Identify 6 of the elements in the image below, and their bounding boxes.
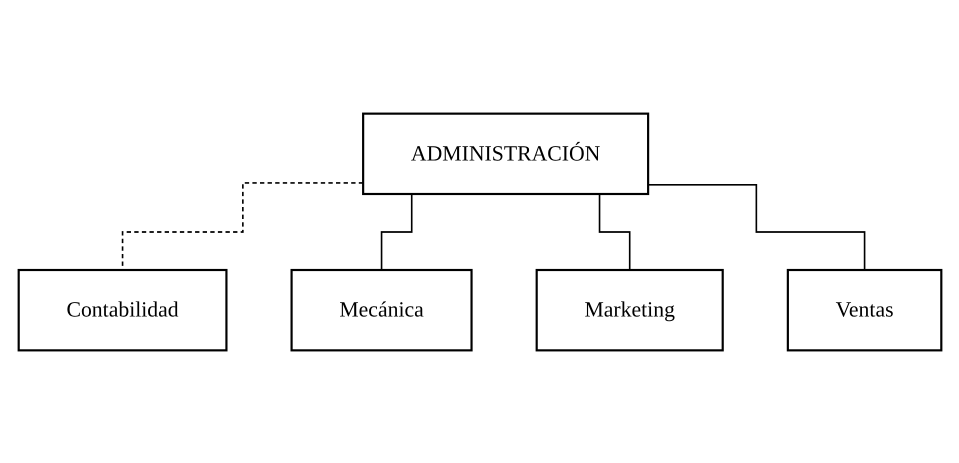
node-box: Ventas [786, 268, 942, 351]
node-box: Mecánica [290, 268, 472, 351]
node-box: ADMINISTRACIÓN [362, 112, 649, 195]
node-box: Contabilidad [17, 268, 228, 351]
node-box: Marketing [535, 268, 724, 351]
connector [648, 184, 865, 270]
